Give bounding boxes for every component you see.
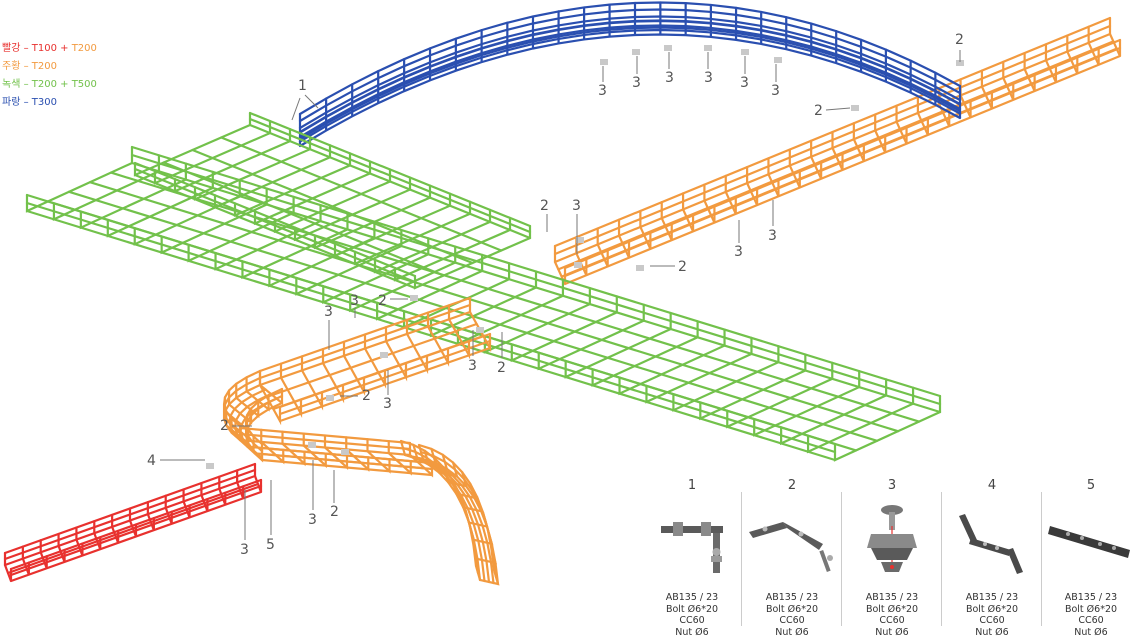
angled-splice-icon xyxy=(749,522,833,573)
cable-tray-sections xyxy=(3,1,1122,586)
connector-marker xyxy=(341,449,349,455)
legend-item-orange: 주황 – T200 xyxy=(2,61,57,72)
callout-label: 2 xyxy=(378,293,387,309)
callout-label: 3 xyxy=(572,198,581,214)
callout-label: 3 xyxy=(740,75,749,91)
green-tray-upper-arm xyxy=(133,111,532,290)
connector-marker xyxy=(206,463,214,469)
callout-label: 3 xyxy=(240,542,249,558)
part-number: 5 xyxy=(1086,478,1096,493)
connector-marker xyxy=(600,59,608,65)
green-tray-main-run xyxy=(25,145,942,462)
leader-line xyxy=(825,107,851,111)
callout-label: 2 xyxy=(362,388,371,404)
part-spec: AB135 / 23 Bolt Ø6*20 CC60 Nut Ø6 xyxy=(965,592,1019,638)
callout-label: 3 xyxy=(383,396,392,412)
connector-marker xyxy=(476,327,484,333)
orange-tray-main-run xyxy=(553,16,1122,286)
part-panel-2: 2 AB135 / 23 Bolt Ø6*20 CC60 Nut Ø6 xyxy=(743,478,841,638)
callout-label: 3 xyxy=(771,83,780,99)
callout-label: 3 xyxy=(324,304,333,320)
callout-label: 2 xyxy=(678,259,687,275)
panel-divider xyxy=(941,492,942,626)
part-panel-4: 4 AB135 / 23 Bolt Ø6*20 CC60 Nut Ø6 xyxy=(943,478,1041,638)
bracket-clip-icon xyxy=(661,522,723,573)
orange-tray-elbow xyxy=(222,369,284,461)
callout-label: 2 xyxy=(220,418,229,434)
connector-marker xyxy=(576,237,584,243)
orange-tray-tee-run xyxy=(238,426,434,478)
connector-marker xyxy=(632,49,640,55)
callout-label: 3 xyxy=(704,70,713,86)
legend-item-green: 녹색 – T200 + T500 xyxy=(2,79,97,90)
panel-divider xyxy=(841,492,842,626)
callout-label: 3 xyxy=(734,244,743,260)
stepped-splice-icon xyxy=(959,514,1023,574)
color-legend: 빨강 – T100 + T200 주황 – T200 녹색 – T200 + T… xyxy=(2,40,97,112)
connector-marker xyxy=(741,49,749,55)
callout-label: 3 xyxy=(632,75,641,91)
callout-label: 3 xyxy=(308,512,317,528)
callout-label: 5 xyxy=(266,537,275,553)
callout-label: 2 xyxy=(330,504,339,520)
callout-label: 3 xyxy=(350,293,359,309)
part-number: 3 xyxy=(887,478,897,493)
straight-splice-icon xyxy=(1048,526,1130,558)
panel-divider xyxy=(741,492,742,626)
legend-item-blue: 파랑 – T300 xyxy=(2,97,57,108)
connector-marker xyxy=(574,262,582,268)
connector-marker xyxy=(774,57,782,63)
bolt-clamp-icon xyxy=(867,505,917,572)
connector-marker xyxy=(410,295,418,301)
callout-label: 3 xyxy=(768,228,777,244)
connector-marker xyxy=(704,45,712,51)
connector-marker xyxy=(636,265,644,271)
part-spec: AB135 / 23 Bolt Ø6*20 CC60 Nut Ø6 xyxy=(1064,592,1118,638)
callout-label: 2 xyxy=(540,198,549,214)
part-panel-1: 1 AB135 / 23 Bolt Ø6*20 CC60 Nut Ø6 xyxy=(643,478,741,638)
callout-label: 3 xyxy=(468,358,477,374)
connector-marker xyxy=(380,352,388,358)
part-spec: AB135 / 23 Bolt Ø6*20 CC60 Nut Ø6 xyxy=(765,592,819,638)
part-spec: AB135 / 23 Bolt Ø6*20 CC60 Nut Ø6 xyxy=(865,592,919,638)
callout-label: 4 xyxy=(147,453,156,469)
connector-marker xyxy=(308,442,316,448)
connector-markers xyxy=(206,45,964,469)
part-number: 1 xyxy=(687,478,697,493)
callout-label: 1 xyxy=(298,78,307,94)
legend-item-red: 빨강 – T100 + T200 xyxy=(2,43,97,54)
orange-tray-down-bend xyxy=(399,439,500,586)
blue-tray-arch xyxy=(298,1,962,148)
panel-divider xyxy=(1041,492,1042,626)
callout-label: 2 xyxy=(814,103,823,119)
part-number: 2 xyxy=(787,478,797,493)
callout-label: 3 xyxy=(665,70,674,86)
callout-label: 2 xyxy=(955,32,964,48)
connector-marker xyxy=(326,395,334,401)
part-panel-3: 3 AB135 / 23 Bolt Ø6*20 CC60 Nut Ø6 xyxy=(843,478,941,638)
connector-marker xyxy=(956,60,964,66)
part-panel-5: 5 AB135 / 23 Bolt Ø6*20 CC60 Nut Ø6 xyxy=(1042,478,1140,638)
orange-tray-branch xyxy=(258,296,492,426)
leader-line xyxy=(304,94,319,109)
red-tray-run xyxy=(3,462,263,583)
callout-label: 3 xyxy=(598,83,607,99)
leader-line xyxy=(291,97,301,121)
part-number: 4 xyxy=(987,478,997,493)
part-spec: AB135 / 23 Bolt Ø6*20 CC60 Nut Ø6 xyxy=(665,592,719,638)
connector-marker xyxy=(851,105,859,111)
callout-leader-lines xyxy=(160,50,961,540)
connector-marker xyxy=(664,45,672,51)
callout-label: 2 xyxy=(497,360,506,376)
